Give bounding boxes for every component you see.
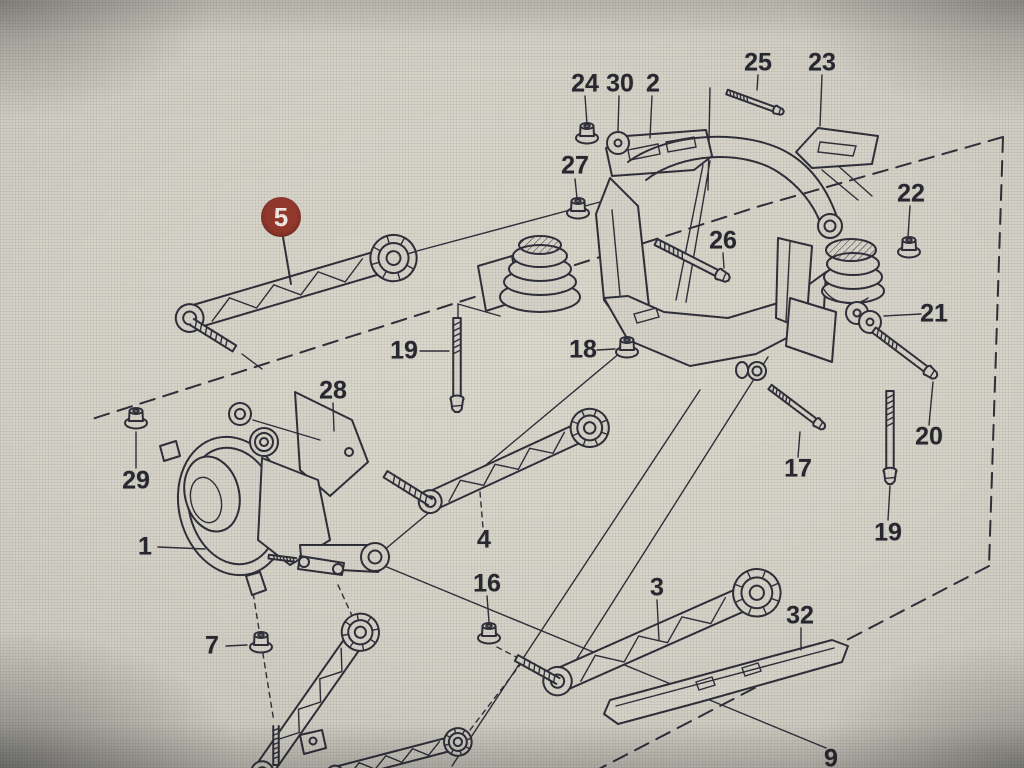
trailing-arm-5 — [170, 229, 422, 370]
center-rubber-mount — [477, 235, 581, 313]
knuckle-hub-1 — [159, 391, 390, 596]
part-label-29: 29 — [122, 466, 150, 495]
part-label-27: 27 — [561, 151, 589, 180]
part-label-32: 32 — [786, 601, 814, 630]
part-label-9: 9 — [824, 744, 838, 768]
label-leader-lines — [135, 74, 934, 651]
part-label-24: 24 — [571, 69, 599, 98]
part-label-4: 4 — [477, 525, 491, 554]
part-label-26: 26 — [709, 226, 737, 255]
guard-rail-32 — [603, 639, 849, 725]
part-label-19-right: 19 — [874, 518, 902, 547]
part-label-20: 20 — [915, 422, 943, 451]
part-label-18: 18 — [569, 335, 597, 364]
part-label-19-left: 19 — [390, 336, 418, 365]
part-label-30: 30 — [606, 69, 634, 98]
part-label-28: 28 — [319, 376, 347, 405]
part-label-23: 23 — [808, 48, 836, 77]
subframe-crossmember — [595, 129, 843, 381]
part-label-3: 3 — [650, 573, 664, 602]
right-rubber-mount — [821, 238, 885, 334]
part-label-16: 16 — [473, 569, 501, 598]
part-label-21: 21 — [920, 299, 948, 328]
part-label-17: 17 — [784, 454, 812, 483]
part-label-7: 7 — [205, 631, 219, 660]
part-label-2: 2 — [646, 69, 660, 98]
part-label-25: 25 — [744, 48, 772, 77]
highlight-badge-5: 5 — [261, 197, 301, 237]
part-label-22: 22 — [897, 179, 925, 208]
lower-arms — [238, 604, 477, 768]
part-label-1: 1 — [138, 532, 152, 561]
bracket-23 — [795, 127, 879, 169]
